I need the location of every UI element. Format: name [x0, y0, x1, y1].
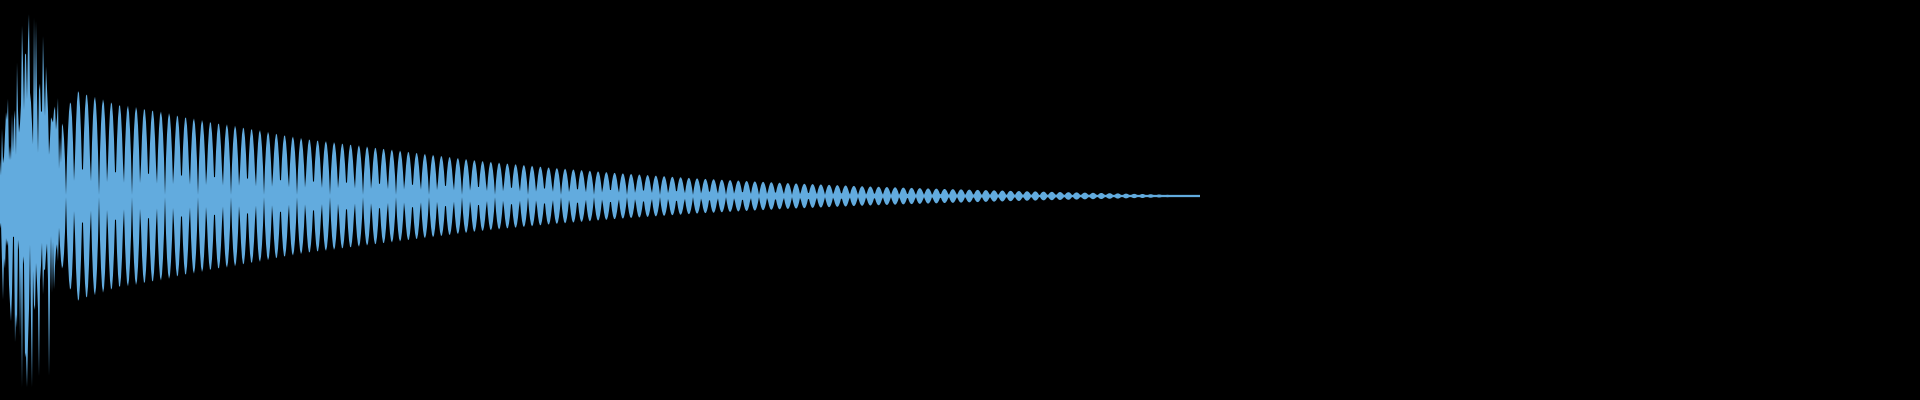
waveform-trace: [0, 14, 1200, 387]
